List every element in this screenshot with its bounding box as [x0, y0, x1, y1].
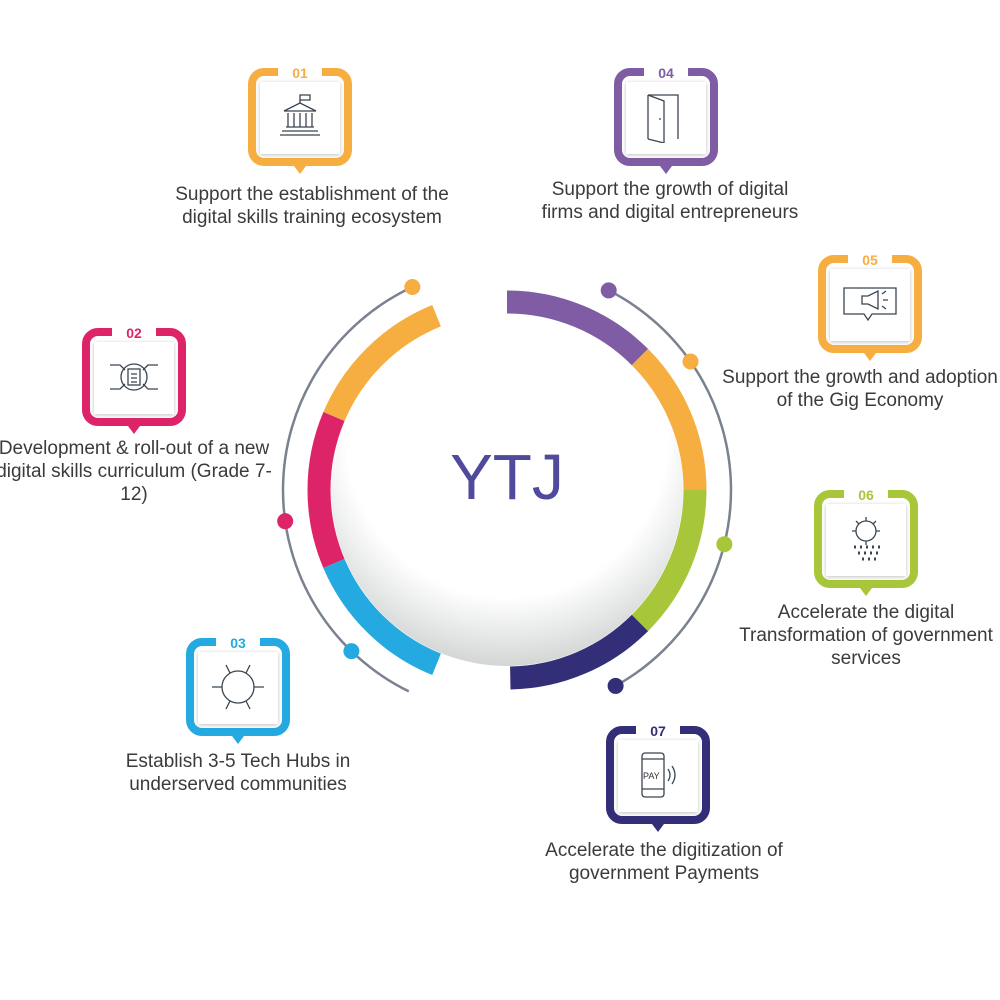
segment-01 [323, 305, 442, 422]
item-card-07: PAY 07 [606, 723, 710, 832]
dot-04 [600, 282, 617, 299]
item-card-03: 03 [186, 635, 290, 744]
mobile-pay-icon: PAY [641, 752, 676, 798]
item-label-04: Support the growth of digital firms and … [541, 179, 799, 223]
item-label-02: Development & roll-out of a new digital … [0, 438, 272, 505]
card-pointer [294, 166, 306, 174]
card-pointer [652, 824, 664, 832]
segment-05 [631, 348, 707, 491]
center-circle [331, 314, 683, 666]
card-pointer [864, 353, 876, 361]
item-card-01: 01 [248, 65, 352, 174]
card-inner [198, 652, 278, 724]
item-card-04: 04 [614, 65, 718, 174]
item-number: 04 [658, 65, 674, 81]
card-inner [830, 269, 910, 341]
document-circuit-icon [110, 363, 158, 391]
item-number: 03 [230, 635, 246, 651]
item-label-05: Support the growth and adoption of the G… [722, 367, 998, 411]
center-title: YTJ [450, 441, 564, 513]
segment-06 [631, 489, 707, 632]
item-label-01: Support the establishment of the digital… [175, 184, 449, 228]
item-label-03: Establish 3-5 Tech Hubs in underserved c… [125, 751, 351, 795]
circuit-hub-icon [212, 664, 264, 710]
dot-01 [404, 278, 421, 295]
card-pointer [660, 166, 672, 174]
outer-line-right [608, 289, 733, 688]
item-number: 06 [858, 487, 874, 503]
segment-07 [509, 614, 649, 690]
item-label-06: Accelerate the digital Transformation of… [739, 602, 993, 669]
card-pointer [860, 588, 872, 596]
gear-pixels-icon [852, 517, 880, 561]
card-pointer [128, 426, 140, 434]
item-number: 02 [126, 325, 142, 341]
item-card-02: 02 [82, 325, 186, 434]
card-inner [826, 504, 906, 576]
dot-07 [607, 677, 624, 694]
svg-text:PAY: PAY [643, 771, 660, 781]
item-number: 05 [862, 252, 878, 268]
dot-03 [343, 643, 360, 660]
card-inner [626, 82, 706, 154]
card-inner: PAY [618, 740, 698, 812]
megaphone-icon [843, 287, 897, 322]
item-card-05: 05 [818, 252, 922, 361]
government-building-icon [280, 94, 320, 136]
item-label-07: Accelerate the digitization of governmen… [545, 840, 783, 884]
card-inner [260, 82, 340, 154]
card-inner [94, 342, 174, 414]
dot-06 [716, 536, 733, 553]
segment-02 [307, 412, 345, 568]
item-number: 07 [650, 723, 666, 739]
open-door-icon [647, 94, 679, 143]
segment-04 [506, 290, 649, 366]
segment-03 [323, 558, 442, 675]
item-card-06: 06 [814, 487, 918, 596]
dot-05 [682, 353, 699, 370]
item-number: 01 [292, 65, 308, 81]
card-pointer [232, 736, 244, 744]
dot-02 [277, 513, 294, 530]
